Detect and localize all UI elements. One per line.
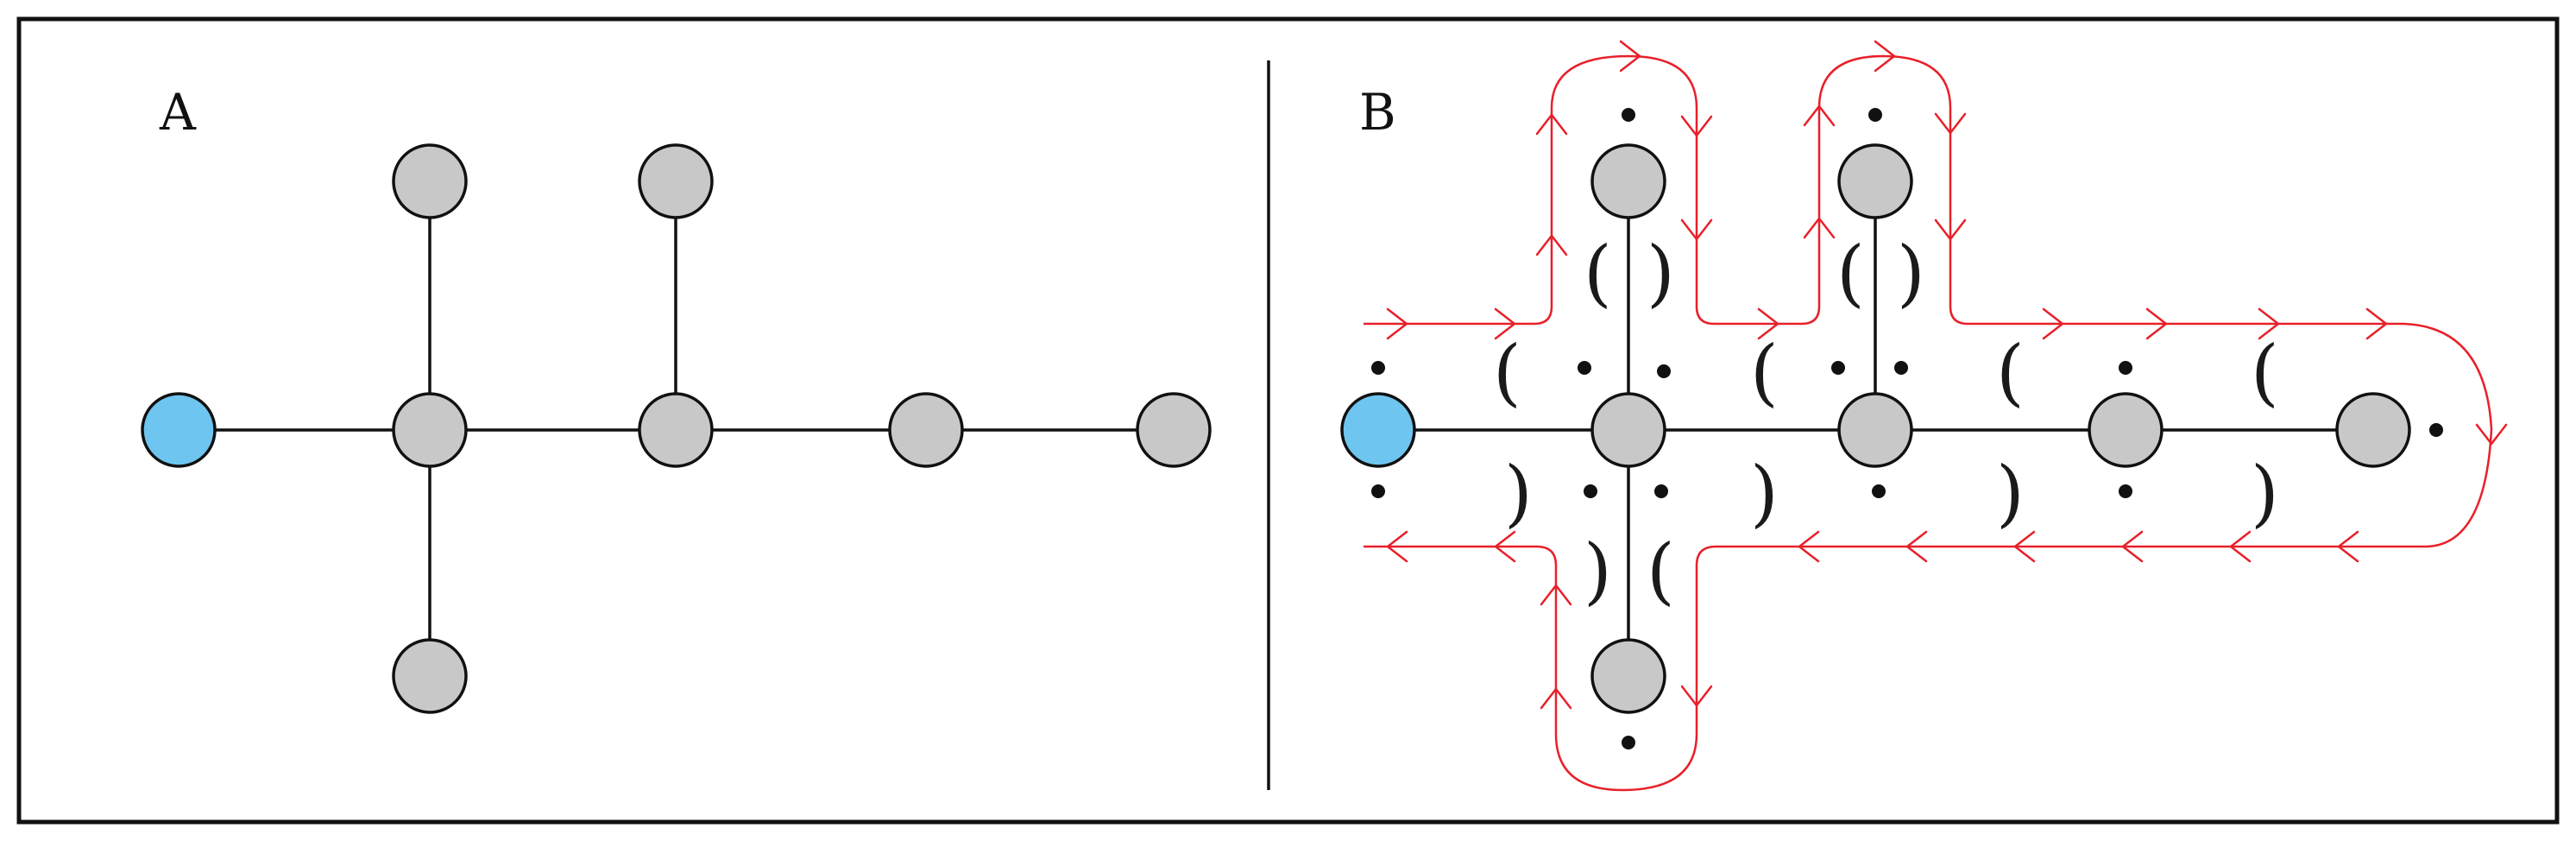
node-hub1	[392, 392, 468, 468]
arrow-down-icon	[2475, 423, 2508, 446]
open-paren: (	[1836, 231, 1865, 315]
node-hub2	[638, 392, 714, 468]
panel-b-edges	[1378, 181, 2373, 676]
arrow-right-icon	[1494, 307, 1516, 340]
node-n4	[2088, 392, 2163, 468]
panel-a-edges	[179, 181, 1174, 676]
arrow-right-icon	[1386, 307, 1408, 340]
panel-b-nodes	[1340, 143, 2411, 714]
arrow-right-icon	[1619, 40, 1641, 73]
arrow-down-icon	[1680, 218, 1713, 241]
arrow-up-icon	[1540, 584, 1572, 606]
close-paren: )	[1647, 231, 1675, 315]
visit-dot	[2429, 423, 2443, 437]
panel-a: A	[141, 83, 1212, 714]
arrow-left-icon	[1798, 530, 1820, 563]
visit-dot	[1578, 361, 1591, 375]
arrow-up-icon	[1803, 104, 1836, 127]
panel-a-nodes	[141, 143, 1212, 714]
visit-dot	[1868, 108, 1882, 122]
node-top2	[638, 143, 714, 219]
arrow-down-icon	[1934, 218, 1967, 241]
arrow-down-icon	[1934, 112, 1967, 135]
arrow-right-icon	[2042, 307, 2064, 340]
paren-labels: ( ) ( ) ) ( ( ) ( ) ( ) ( )	[1493, 231, 2279, 613]
node-root	[1340, 392, 1416, 468]
node-bottom1	[392, 638, 468, 714]
close-paren: )	[1996, 451, 2025, 535]
node-top1	[392, 143, 468, 219]
visit-dot	[2119, 484, 2132, 498]
visit-dot	[2119, 361, 2132, 375]
open-paren: (	[2251, 330, 2279, 414]
arrow-right-icon	[1874, 40, 1896, 73]
arrow-up-icon	[1803, 217, 1836, 239]
node-n5	[2335, 392, 2411, 468]
visit-dot	[1872, 484, 1886, 498]
visit-dot	[1894, 361, 1908, 375]
node-hub1	[1590, 392, 1666, 468]
arrow-right-icon	[2365, 307, 2388, 340]
open-paren: (	[1996, 330, 2025, 414]
node-n5	[1136, 392, 1212, 468]
node-bottom1	[1590, 638, 1666, 714]
arrow-down-icon	[1680, 685, 1713, 707]
arrow-left-icon	[2229, 530, 2252, 563]
tour-arrowheads	[1386, 40, 2508, 710]
visit-dot	[1371, 484, 1385, 498]
euler-tour-path	[1364, 54, 2493, 792]
close-paren: )	[1584, 528, 1612, 613]
node-hub2	[1837, 392, 1913, 468]
arrow-left-icon	[1386, 530, 1408, 563]
visit-dot	[1654, 484, 1668, 498]
node-top1	[1590, 143, 1666, 219]
open-paren: (	[1647, 528, 1675, 613]
visit-dot	[1622, 108, 1635, 122]
open-paren: (	[1584, 231, 1612, 315]
arrow-left-icon	[1494, 530, 1516, 563]
arrow-right-icon	[1757, 307, 1779, 340]
open-paren: (	[1493, 330, 1521, 414]
arrow-right-icon	[2258, 307, 2280, 340]
arrow-down-icon	[1680, 115, 1713, 137]
arrow-left-icon	[1905, 530, 1928, 563]
node-n4	[888, 392, 964, 468]
arrow-left-icon	[2121, 530, 2144, 563]
arrow-up-icon	[1535, 234, 1568, 256]
arrow-left-icon	[2013, 530, 2036, 563]
node-top2	[1837, 143, 1913, 219]
close-paren: )	[2251, 451, 2279, 535]
visit-dot	[1831, 361, 1845, 375]
panel-a-label: A	[159, 83, 197, 142]
panel-b-label: B	[1359, 83, 1396, 142]
visit-dot	[1371, 361, 1385, 375]
arrow-up-icon	[1535, 113, 1568, 136]
visit-dot	[1657, 364, 1671, 378]
visit-dots	[1371, 108, 2443, 749]
arrow-up-icon	[1540, 687, 1572, 710]
node-root	[141, 392, 217, 468]
arrow-right-icon	[2145, 307, 2168, 340]
panel-b: B	[1340, 40, 2508, 792]
close-paren: )	[1750, 451, 1779, 535]
arrow-left-icon	[2337, 530, 2359, 563]
open-paren: (	[1750, 330, 1779, 414]
close-paren: )	[1504, 451, 1533, 535]
visit-dot	[1622, 736, 1635, 749]
visit-dot	[1584, 484, 1597, 498]
close-paren: )	[1897, 231, 1925, 315]
